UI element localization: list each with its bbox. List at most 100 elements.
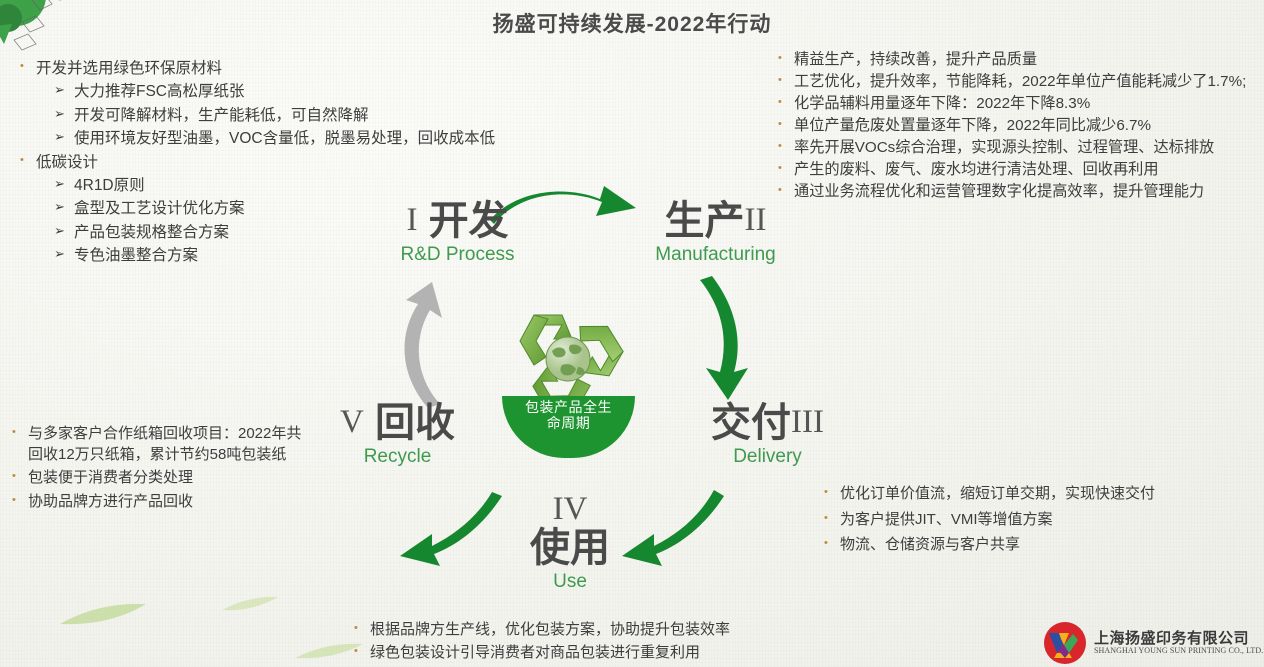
stage-cn-manufacturing: 生产: [664, 199, 745, 243]
bullet-text: 开发并选用绿色环保原材料: [36, 60, 223, 77]
text-block-use: • 根据品牌方生产线，优化包装方案，协助提升包装效率 • 绿色包装设计引导消费者对商…: [352, 620, 872, 665]
stage-label-manufacturing: 生产II Manufacturing: [608, 200, 823, 266]
recycle-globe-icon: [519, 314, 624, 412]
stage-numeral-recycle: V: [340, 404, 364, 440]
page-title: 扬盛可持续发展-2022年行动: [492, 13, 772, 36]
bullet-dot-icon: •: [778, 52, 782, 64]
bullet-text: 为客户提供JIT、VMI等增值方案: [840, 510, 1053, 528]
bullet-item: ➢ 专色油墨整合方案: [18, 245, 658, 266]
bullet-text: 绿色包装设计引导消费者对商品包装进行重复利用: [370, 643, 701, 661]
decorative-green-graphic: [0, 0, 62, 51]
young-sun-ys-monogram-icon: [1044, 622, 1086, 664]
stage-numeral-use: IV: [552, 491, 588, 527]
decorative-leaf: [60, 603, 146, 625]
bullet-item: ➢大力推荐FSC高松厚纸张: [18, 81, 658, 102]
arrow-bullet-icon: ➢: [54, 175, 65, 191]
bullet-item: • 绿色包装设计引导消费者对商品包装进行重复利用: [352, 643, 872, 664]
bullet-text: 物流、仓储资源与客户共享: [840, 536, 1021, 554]
arrow-recycle-to-rd: [404, 282, 442, 408]
stage-label-recycle: V 回收 Recycle: [290, 402, 505, 468]
bullet-item: • 开发并选用绿色环保原材料: [18, 58, 658, 79]
arrow-use-to-recycle: [400, 492, 502, 566]
arrow-rd-to-manufacturing: [490, 186, 636, 224]
decorative-leaf: [222, 596, 278, 611]
stage-en-rd: R&D Process: [400, 244, 515, 265]
arrow-delivery-to-use: [622, 490, 724, 566]
bullet-item: • 与多家客户合作纸箱回收项目：2022年共回收12万只纸箱，累计节约58吨包装纸: [10, 424, 310, 465]
text-block-delivery: • 优化订单价值流，缩短订单交期，实现快速交付 • 为客户提供JIT、VMI等增值方…: [822, 484, 1262, 561]
bullet-dot-icon: •: [778, 117, 782, 130]
bullet-item: •通过业务流程优化和运营管理数字化提高效率，提升管理能力: [776, 182, 1260, 203]
bullet-dot-icon: •: [12, 494, 16, 507]
bullet-item: • 优化订单价值流，缩短订单交期，实现快速交付: [822, 484, 1262, 505]
emblem-band: 包装产品全生 命周期: [502, 396, 635, 458]
bullet-item: •协助品牌方进行产品回收: [10, 492, 310, 513]
stage-cn-delivery: 交付: [711, 401, 792, 445]
bullet-dot-icon: •: [824, 511, 828, 524]
bullet-dot-icon: •: [354, 622, 358, 634]
logo-company-cn: 上海扬盛印务有限公司: [1094, 629, 1250, 647]
stage-en-manufacturing: Manufacturing: [655, 244, 776, 265]
bullet-text: 精益生产，持续改善，提升产品质量: [794, 51, 1037, 68]
bullet-text: 根据品牌方生产线，优化包装方案，协助提升包装效率: [370, 621, 731, 638]
bullet-text: 工艺优化，提升效率，节能降耗，2022年单位产值能耗减少了1.7%;: [794, 72, 1247, 90]
logo-text: 上海扬盛印务有限公司 SHANGHAI YOUNG SUN PRINTING C…: [1094, 631, 1263, 655]
bullet-item: ➢ 盒型及工艺设计优化方案: [18, 198, 658, 219]
stage-label-delivery: 交付III Delivery: [660, 402, 875, 468]
emblem-band-line2: 命周期: [546, 414, 591, 431]
bullet-text: 低碳设计: [36, 153, 99, 171]
stage-cn-rd: 开发: [428, 199, 509, 243]
bullet-dot-icon: •: [778, 139, 782, 152]
bullet-text: 使用环境友好型油墨，VOC含量低，脱墨易处理，回收成本低: [74, 130, 496, 148]
logo-company-en: SHANGHAI YOUNG SUN PRINTING CO., LTD.: [1094, 645, 1264, 655]
bullet-item: • 产生的废料、废气、废水均进行清洁处理、回收再利用: [776, 160, 1260, 181]
bullet-text: 与多家客户合作纸箱回收项目：2022年共回收12万只纸箱，累计节约58吨包装纸: [28, 425, 302, 463]
bullet-item: • 根据品牌方生产线，优化包装方案，协助提升包装效率: [352, 620, 872, 641]
bullet-text: 开发可降解材料，生产能耗低，可自然降解: [74, 106, 369, 124]
stage-en-use: Use: [553, 570, 587, 592]
bullet-item: ➢ 使用环境友好型油墨，VOC含量低，脱墨易处理，回收成本低: [18, 128, 658, 149]
bullet-item: • 为客户提供JIT、VMI等增值方案: [822, 510, 1262, 531]
bullet-text: 化学品辅料用量逐年下降：2022年下降8.3%: [794, 94, 1091, 112]
bullet-item: •物流、仓储资源与客户共享: [822, 535, 1262, 556]
text-block-manufacturing: • 精益生产，持续改善，提升产品质量 • 工艺优化，提升效率，节能降耗，2022年单…: [776, 50, 1260, 204]
bullet-text: 包装便于消费者分类处理: [28, 469, 194, 487]
bullet-item: ➢ 产品包装规格整合方案: [18, 222, 658, 243]
arrow-bullet-icon: ➢: [54, 129, 65, 145]
bullet-text: 优化订单价值流，缩短订单交期，实现快速交付: [840, 485, 1156, 502]
bullet-item: • 低碳设计: [18, 152, 658, 173]
bullet-text: 盒型及工艺设计优化方案: [74, 200, 245, 218]
bullet-item: • 单位产量危废处置量逐年下降，2022年同比减少6.7%: [776, 116, 1260, 137]
arrow-bullet-icon: ➢: [54, 222, 65, 238]
arrow-manufacturing-to-delivery: [700, 276, 748, 400]
bullet-item: • 化学品辅料用量逐年下降：2022年下降8.3%: [776, 94, 1260, 115]
arrow-bullet-icon: ➢: [54, 105, 65, 121]
bullet-item: ➢ 开发可降解材料，生产能耗低，可自然降解: [18, 105, 658, 126]
bullet-text: 4R1D原则: [74, 176, 145, 194]
bullet-dot-icon: •: [12, 470, 16, 483]
bullet-item: • 工艺优化，提升效率，节能降耗，2022年单位产值能耗减少了1.7%;: [776, 72, 1260, 93]
bullet-dot-icon: •: [778, 161, 782, 174]
bullet-text: 产品包装规格整合方案: [74, 223, 230, 241]
bullet-dot-icon: •: [12, 426, 16, 438]
bullet-item: •率先开展VOCs综合治理，实现源头控制、过程管理、达标排放: [776, 138, 1260, 159]
bullet-dot-icon: •: [824, 486, 828, 498]
bullet-text: 产生的废料、废气、废水均进行清洁处理、回收再利用: [794, 160, 1159, 178]
bullet-dot-icon: •: [20, 60, 24, 72]
arrow-bullet-icon: ➢: [54, 246, 65, 261]
stage-label-rd: I 开发 R&D Process: [350, 200, 565, 266]
center-emblem: 包装产品全生 命周期: [496, 303, 641, 458]
bullet-dot-icon: •: [354, 644, 358, 657]
company-logo: 上海扬盛印务有限公司 SHANGHAI YOUNG SUN PRINTING C…: [1042, 620, 1263, 666]
bullet-item: • 包装便于消费者分类处理: [10, 468, 310, 489]
bullet-dot-icon: •: [778, 95, 782, 108]
stage-numeral-delivery: III: [791, 404, 824, 440]
bullet-dot-icon: •: [778, 73, 782, 86]
bullet-text: 单位产量危废处置量逐年下降，2022年同比减少6.7%: [794, 116, 1151, 134]
bullet-dot-icon: •: [20, 153, 24, 166]
bullet-text: 专色油墨整合方案: [74, 247, 199, 264]
bullet-dot-icon: •: [778, 183, 782, 196]
arrow-bullet-icon: ➢: [54, 199, 65, 215]
stage-numeral-rd: I: [406, 202, 418, 238]
